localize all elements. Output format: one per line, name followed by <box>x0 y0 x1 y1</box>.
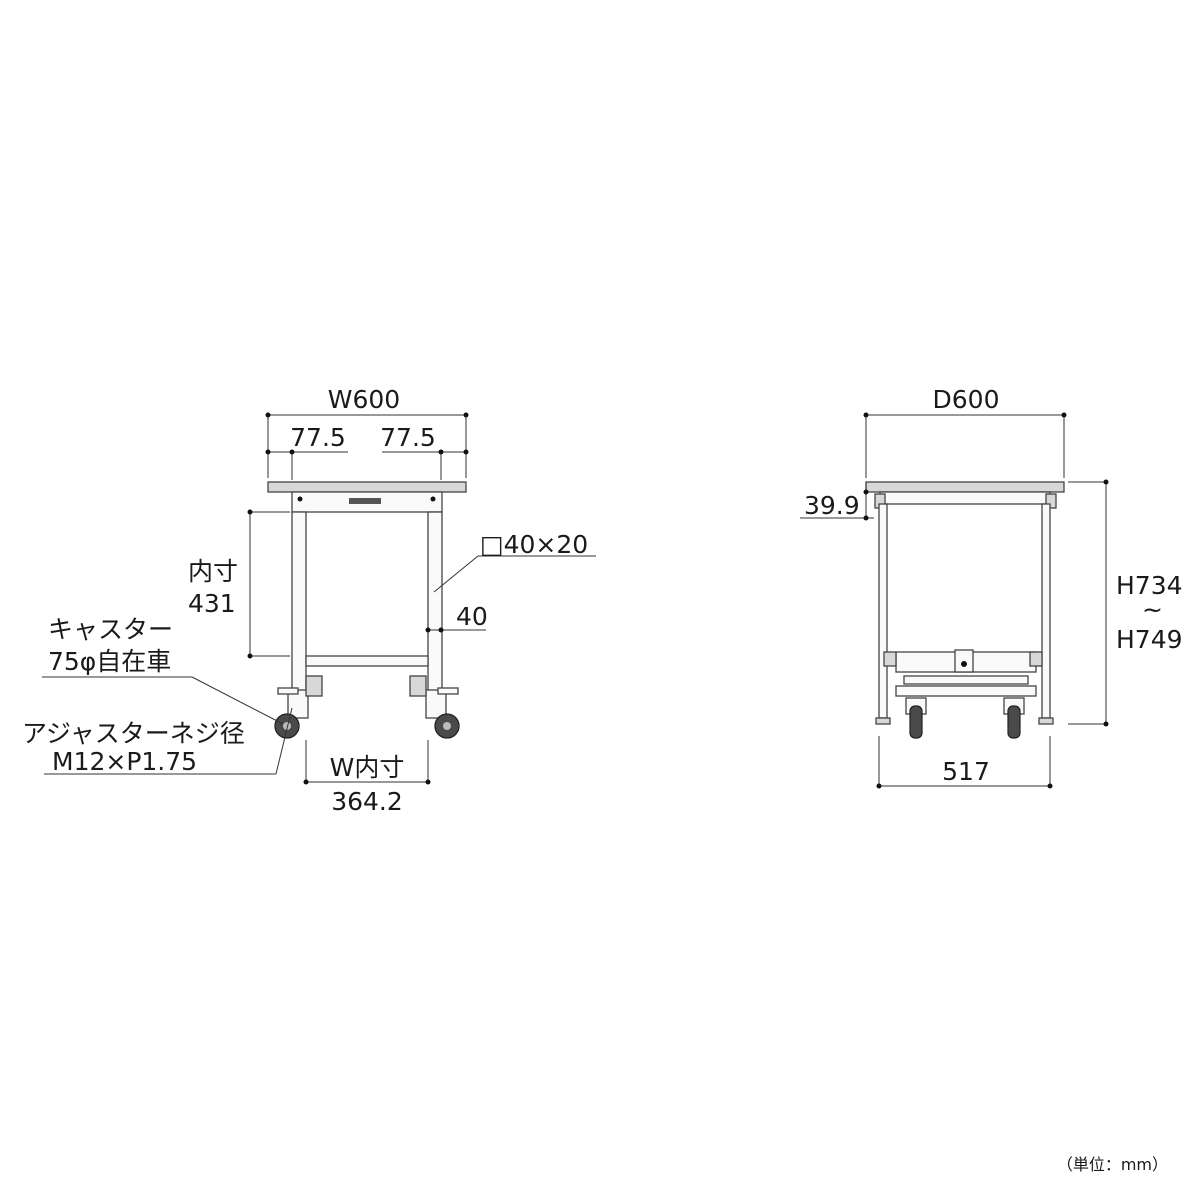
front-adjuster-label-line1: アジャスターネジ径 <box>22 719 245 748</box>
front-left-leg <box>291 511 307 699</box>
front-caster-label-line2: 75φ自在車 <box>48 647 171 676</box>
front-width-label: W600 <box>328 385 400 414</box>
front-left-adjuster <box>305 675 323 697</box>
front-tabletop <box>267 481 467 493</box>
side-back-foot <box>1038 717 1054 725</box>
front-view: W600 77.5 77.5 内寸 431 □40×20 40 キャスター 75… <box>22 385 596 816</box>
side-front-leg <box>878 503 888 719</box>
side-view: D600 39.9 H734 ~ H749 517 <box>800 385 1183 789</box>
side-apron-height-label: 39.9 <box>804 491 860 520</box>
front-inner-width-label: W内寸 <box>330 753 405 782</box>
front-pipe-section-label: □40×20 <box>480 530 588 559</box>
front-logo-plate <box>349 498 381 504</box>
side-front-foot <box>875 717 891 725</box>
side-tabletop <box>865 481 1065 493</box>
side-apron <box>879 491 1051 505</box>
front-right-leg <box>427 511 443 699</box>
unit-note: （単位：mm） <box>1057 1155 1168 1174</box>
front-right-overhang-label: 77.5 <box>380 423 436 452</box>
side-height-min-label: H734 <box>1116 571 1183 600</box>
front-stretcher-height-label: 40 <box>456 602 488 631</box>
front-right-adjuster <box>409 675 427 697</box>
front-left-overhang-label: 77.5 <box>290 423 346 452</box>
side-leg-span-label: 517 <box>942 757 990 786</box>
front-inner-width-value: 364.2 <box>331 787 403 816</box>
front-inner-height-value: 431 <box>188 589 236 618</box>
side-back-wheel <box>1007 705 1021 739</box>
side-front-wheel <box>909 705 923 739</box>
front-left-pedal <box>277 687 299 695</box>
front-adjuster-label-line2: M12×P1.75 <box>52 747 197 776</box>
front-inner-height-label: 内寸 <box>188 557 238 586</box>
side-height-max-label: H749 <box>1116 625 1183 654</box>
front-stretcher <box>305 655 429 667</box>
front-right-caster-bracket <box>425 689 447 719</box>
side-back-leg <box>1041 503 1051 719</box>
side-depth-label: D600 <box>933 385 1000 414</box>
front-caster-label-line1: キャスター <box>48 615 173 644</box>
front-right-pedal <box>437 687 459 695</box>
side-height-range-mark: ~ <box>1142 595 1163 624</box>
side-base-frame <box>895 685 1037 697</box>
